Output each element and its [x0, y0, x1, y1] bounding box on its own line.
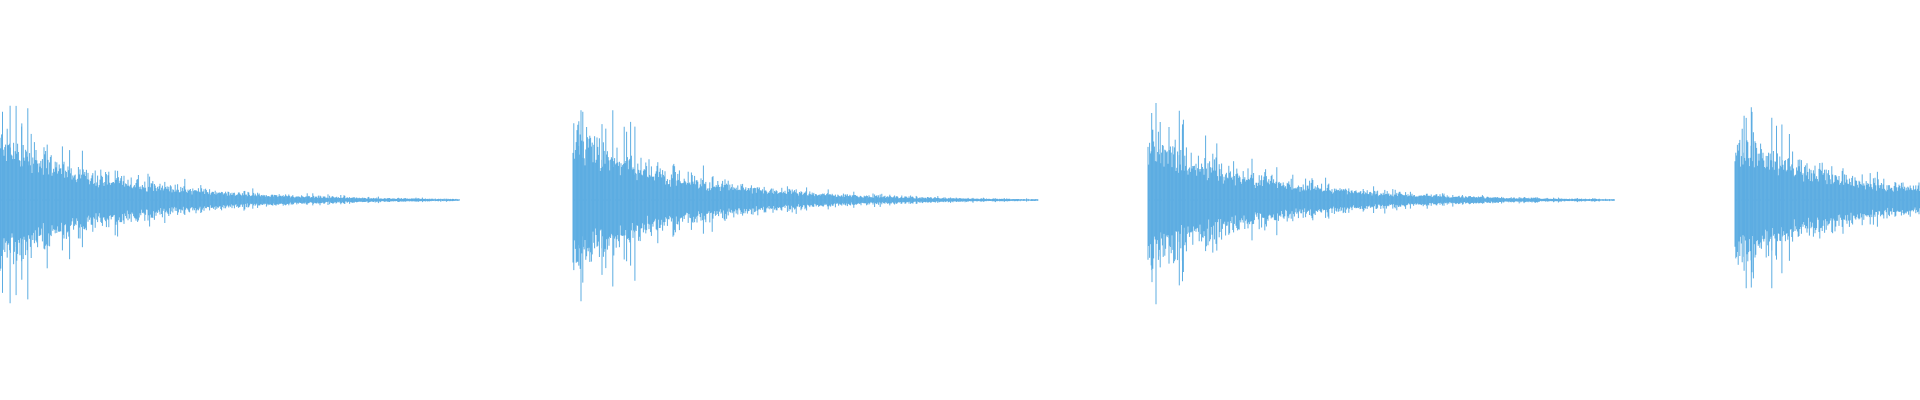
waveform-hit-2 — [572, 110, 1039, 302]
waveform-hits — [0, 103, 1920, 305]
waveform-hit-1 — [0, 105, 460, 304]
waveform-hit-4 — [1734, 107, 1920, 289]
waveform-hit-3 — [1147, 103, 1615, 305]
